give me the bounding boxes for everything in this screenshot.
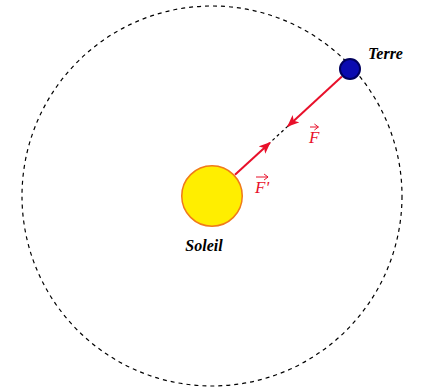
force-vector [288, 76, 342, 126]
sun-star-shape [181, 165, 243, 227]
earth-planet-disc [340, 59, 360, 79]
orbit-circle [22, 6, 402, 386]
earth-planet: Terre [339, 58, 361, 80]
force-vector [235, 143, 270, 175]
vector-label: F [309, 128, 319, 148]
sun-star-disc [182, 166, 243, 227]
vector-label: F' [255, 178, 269, 198]
body-label: Terre [368, 44, 403, 63]
sun-star: Soleil [181, 165, 243, 227]
body-label: Soleil [185, 236, 222, 255]
interaction-line [270, 126, 288, 143]
earth-planet-shape [339, 58, 361, 80]
